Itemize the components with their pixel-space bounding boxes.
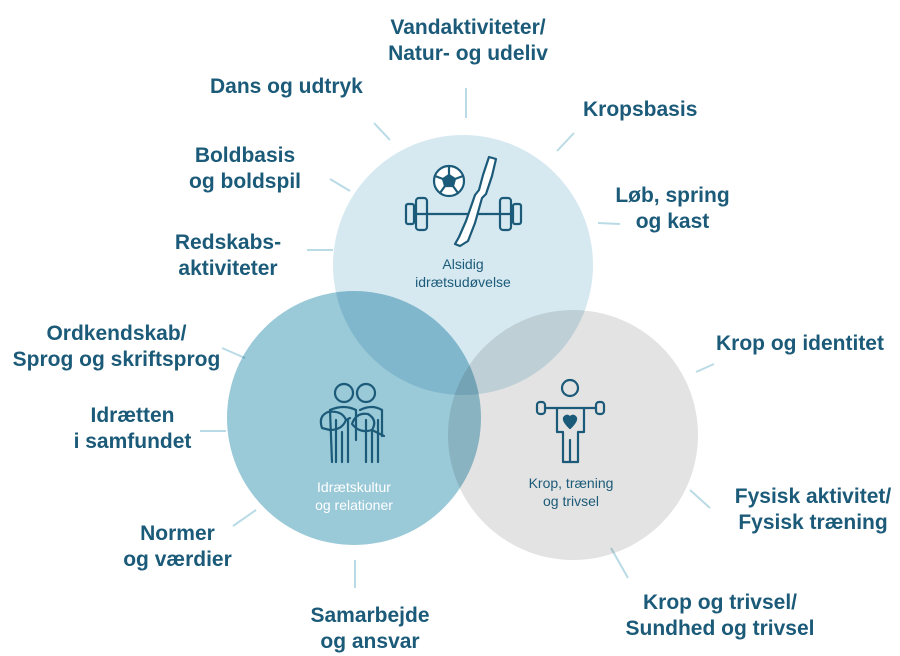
label-normer: Normer og værdier <box>110 521 245 573</box>
label-line: Samarbejde <box>310 604 430 627</box>
circle-label-line: og relationer <box>315 497 393 513</box>
label-fysisk: Fysisk aktivitet/ Fysisk træning <box>718 484 900 536</box>
two-people-icon <box>319 382 386 464</box>
label-ordkendskab: Ordkendskab/ Sprog og skriftsprog <box>4 321 229 373</box>
label-line: og kast <box>635 210 710 233</box>
label-line: Kropsbasis <box>583 98 698 121</box>
label-line: Fysisk aktivitet/ <box>734 485 892 508</box>
connector-line <box>695 363 715 373</box>
label-idraetten: Idrætten i samfundet <box>60 403 205 455</box>
connector-line <box>221 347 246 359</box>
ball-paddle-barbell-icon <box>404 155 523 248</box>
circle-label-idraetskultur: Idrætskultur og relationer <box>299 478 409 514</box>
label-vandaktiviteter: Vandaktiviteter/ Natur- og udeliv <box>358 15 578 67</box>
label-redskabs: Redskabs- aktiviteter <box>158 230 298 282</box>
label-dans: Dans og udtryk <box>210 74 363 100</box>
circle-label-line: idrætsudøvelse <box>415 274 511 290</box>
label-line: Redskabs- <box>174 231 282 254</box>
label-line: og ansvar <box>320 630 420 653</box>
label-krop-identitet: Krop og identitet <box>716 331 884 357</box>
label-line: Krop og trivsel/ <box>642 591 798 614</box>
label-line: Ordkendskab/ <box>46 322 187 345</box>
label-line: Vandaktiviteter/ <box>390 16 546 39</box>
connector-line <box>232 509 257 527</box>
label-lob: Løb, spring og kast <box>600 183 745 235</box>
connector-line <box>373 122 391 141</box>
label-kropsbasis: Kropsbasis <box>583 97 697 123</box>
label-samarbejde: Samarbejde og ansvar <box>290 603 450 655</box>
connector-line <box>689 489 711 509</box>
label-line: i samfundet <box>73 430 192 453</box>
label-krop-trivsel: Krop og trivsel/ Sundhed og trivsel <box>610 590 830 642</box>
label-line: og boldspil <box>189 170 301 193</box>
label-line: og værdier <box>123 548 232 571</box>
circle-label-line: Alsidig <box>442 256 484 272</box>
label-boldbasis: Boldbasis og boldspil <box>170 143 320 195</box>
connector-line <box>556 132 575 152</box>
label-line: Sprog og skriftsprog <box>12 348 221 371</box>
circle-right <box>448 310 698 560</box>
label-line: Sundhed og trivsel <box>625 617 815 640</box>
label-line: Natur- og udeliv <box>388 42 548 65</box>
label-line: Fysisk træning <box>738 511 888 534</box>
label-line: aktiviteter <box>178 257 278 280</box>
circle-label-krop-traening: Krop, træning og trivsel <box>516 474 626 510</box>
circle-label-line: Krop, træning <box>528 475 614 491</box>
circle-label-line: og trivsel <box>542 493 600 509</box>
circle-label-alsidig: Alsidig idrætsudøvelse <box>413 255 513 291</box>
connector-line <box>597 222 621 225</box>
person-rings-heart-icon <box>535 378 606 464</box>
label-line: Idrætten <box>90 404 175 427</box>
label-line: Boldbasis <box>194 144 296 167</box>
label-line: Dans og udtryk <box>210 75 363 98</box>
connector-lines <box>200 88 715 588</box>
label-line: Krop og identitet <box>716 332 884 355</box>
connector-line <box>329 178 351 192</box>
circle-label-line: Idrætskultur <box>317 479 391 495</box>
label-line: Løb, spring <box>615 184 730 207</box>
label-line: Normer <box>140 522 215 545</box>
